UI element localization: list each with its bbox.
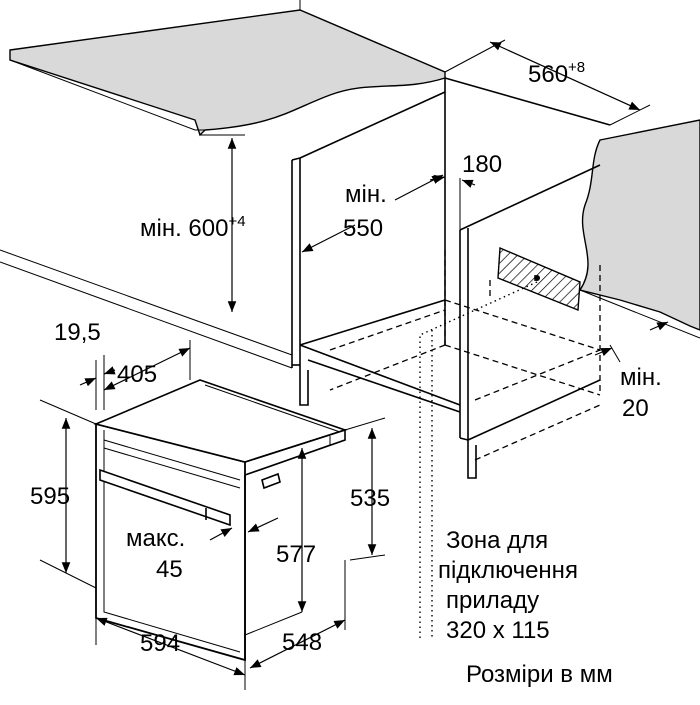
label-594: 594 [140, 630, 180, 657]
connection-zone [419, 246, 581, 640]
label-min-20-line2: 20 [622, 395, 649, 422]
label-min-20-line1: мін. [620, 364, 662, 391]
label-535: 535 [350, 485, 390, 512]
dimension-labels: мін. 600+4 мін. 550 560+8 180 мін. 20 19… [30, 59, 662, 657]
countertop-right [578, 119, 700, 339]
label-max-45-line2: 45 [156, 556, 183, 583]
zone-line-3: приладу [446, 587, 539, 614]
label-595: 595 [30, 483, 70, 510]
zone-line-4: 320 x 115 [446, 617, 550, 644]
units-note: Розміри в мм [466, 661, 613, 688]
label-180: 180 [462, 151, 502, 178]
label-548: 548 [282, 629, 322, 656]
label-560: 560+8 [528, 59, 585, 88]
oven [93, 379, 348, 662]
label-405: 405 [117, 361, 157, 388]
label-577: 577 [276, 541, 316, 568]
label-min-600: мін. 600+4 [140, 213, 246, 242]
zone-line-1: Зона для [446, 527, 548, 554]
zone-line-2: підключення [438, 557, 578, 584]
niche-cabinet [0, 0, 611, 479]
label-max-45-line1: макс. [126, 525, 185, 552]
hidden-lines [329, 250, 601, 461]
label-min-550-line2: 550 [343, 215, 383, 242]
connection-zone-note: Зона для підключення приладу 320 x 115 [438, 527, 578, 644]
countertop-left [9, 9, 446, 137]
label-19-5: 19,5 [54, 319, 101, 346]
dimension-lines [39, 39, 669, 690]
label-min-550-line1: мін. [345, 181, 387, 208]
